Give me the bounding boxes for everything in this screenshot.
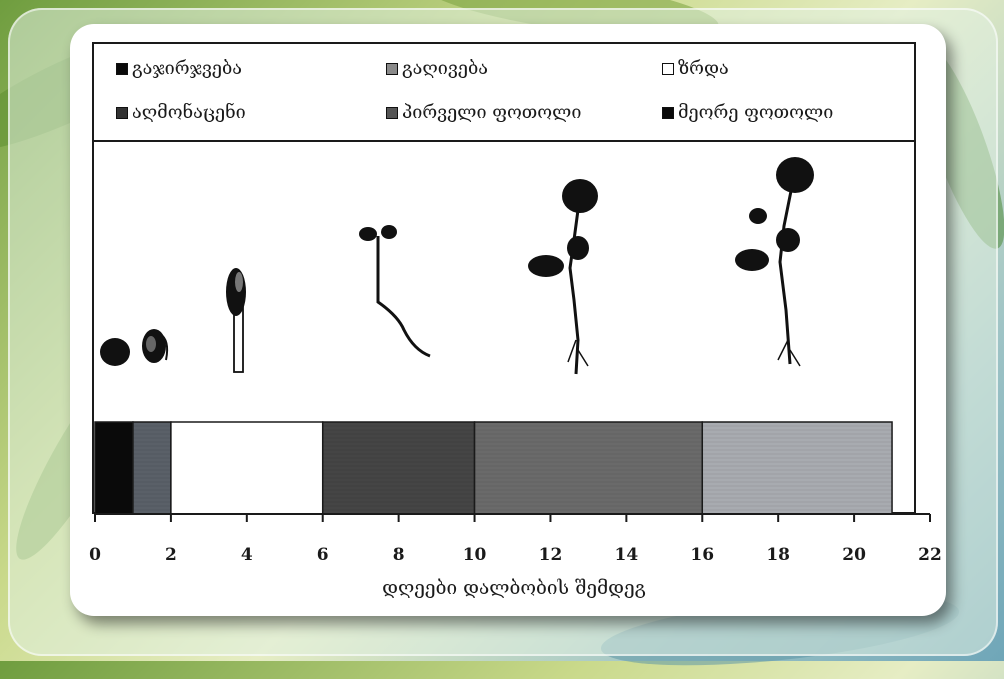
x-tick-label-10: 20: [842, 545, 866, 565]
bar-segment-0: [95, 422, 133, 514]
seed-stage-1-icon: [100, 338, 130, 366]
bar-segment-texture-3: [323, 422, 475, 514]
seed-stage-2-icon: [142, 329, 167, 363]
bar-segment-texture-1: [133, 422, 171, 514]
bar-segment-texture-5: [702, 422, 892, 514]
x-tick-label-8: 16: [690, 545, 714, 565]
seed-stage-3-icon: [226, 268, 246, 372]
x-axis: 0 2 4 6 8 10 12 14 16 18 20 22: [89, 514, 942, 565]
x-tick-label-0: 0: [89, 545, 101, 565]
x-tick-label-1: 2: [165, 545, 177, 565]
stage-bar: [95, 422, 892, 514]
seedling-stage-6-icon: [735, 157, 814, 366]
x-tick-label-3: 6: [317, 545, 329, 565]
x-tick-label-11: 22: [918, 545, 942, 565]
x-tick-label-7: 14: [615, 545, 639, 565]
bar-segment-2: [171, 422, 323, 514]
seedling-stage-5-icon: [528, 179, 598, 374]
x-tick-label-6: 12: [539, 545, 563, 565]
x-tick-label-2: 4: [241, 545, 253, 565]
x-axis-title: დღეები დალბობის შემდეგ: [382, 577, 646, 599]
x-tick-label-5: 10: [463, 545, 487, 565]
seedling-stage-4-icon: [359, 225, 430, 356]
x-tick-label-9: 18: [766, 545, 790, 565]
chart-svg: 0 2 4 6 8 10 12 14 16 18 20 22 დღეები დალბობის შემდ…: [0, 0, 1004, 661]
x-tick-label-4: 8: [393, 545, 405, 565]
seedling-illustrations: [100, 157, 814, 374]
bar-segment-texture-4: [475, 422, 703, 514]
